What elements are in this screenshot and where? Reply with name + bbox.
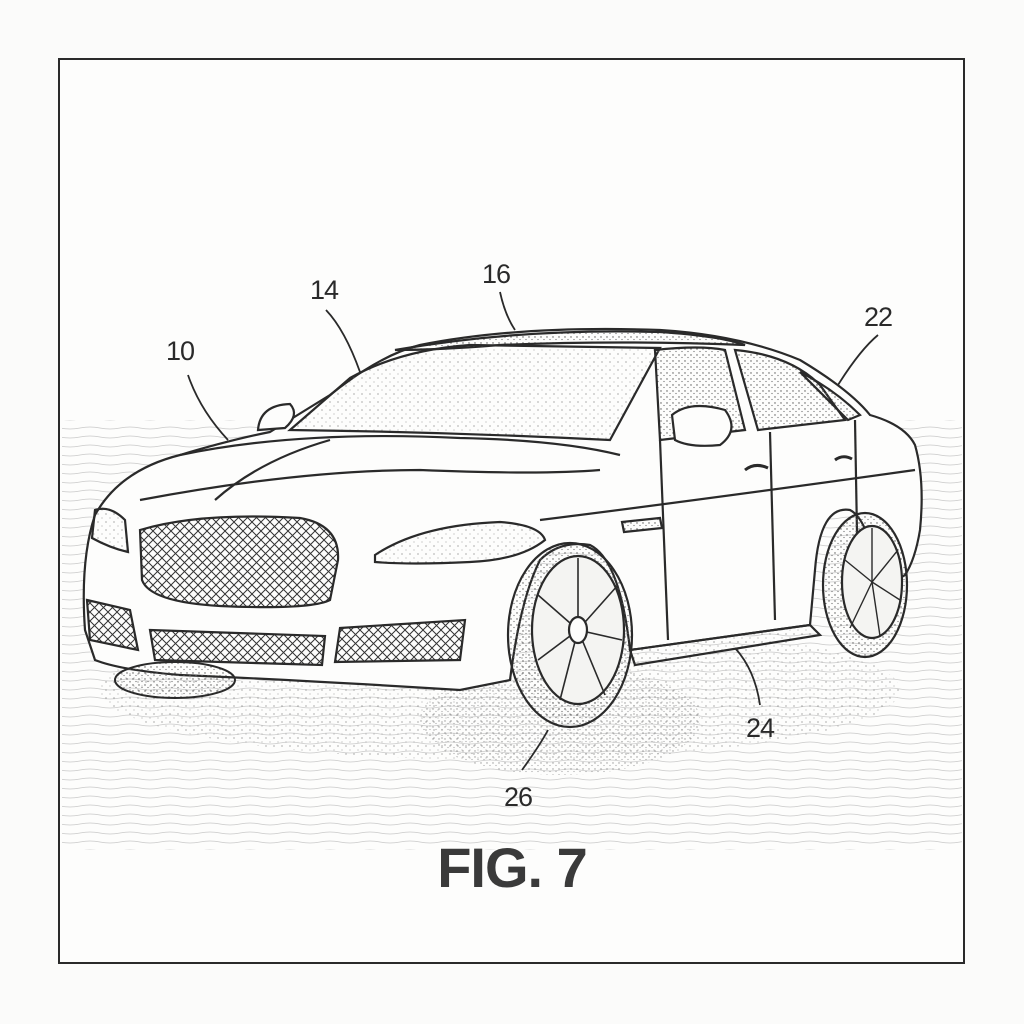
rear-wheel — [821, 511, 909, 659]
front-left-tire — [114, 661, 236, 699]
reference-label-22: 22 — [864, 302, 893, 332]
front-wheel — [506, 541, 634, 729]
figure-caption: FIG. 7 — [437, 836, 588, 899]
reference-label-24: 24 — [746, 713, 775, 743]
front-fascia — [85, 507, 547, 667]
leader-lines — [187, 291, 879, 771]
reference-label-16: 16 — [482, 259, 511, 289]
reference-label-26: 26 — [504, 782, 533, 812]
reference-label-10: 10 — [166, 336, 195, 366]
reference-label-14: 14 — [310, 275, 339, 305]
